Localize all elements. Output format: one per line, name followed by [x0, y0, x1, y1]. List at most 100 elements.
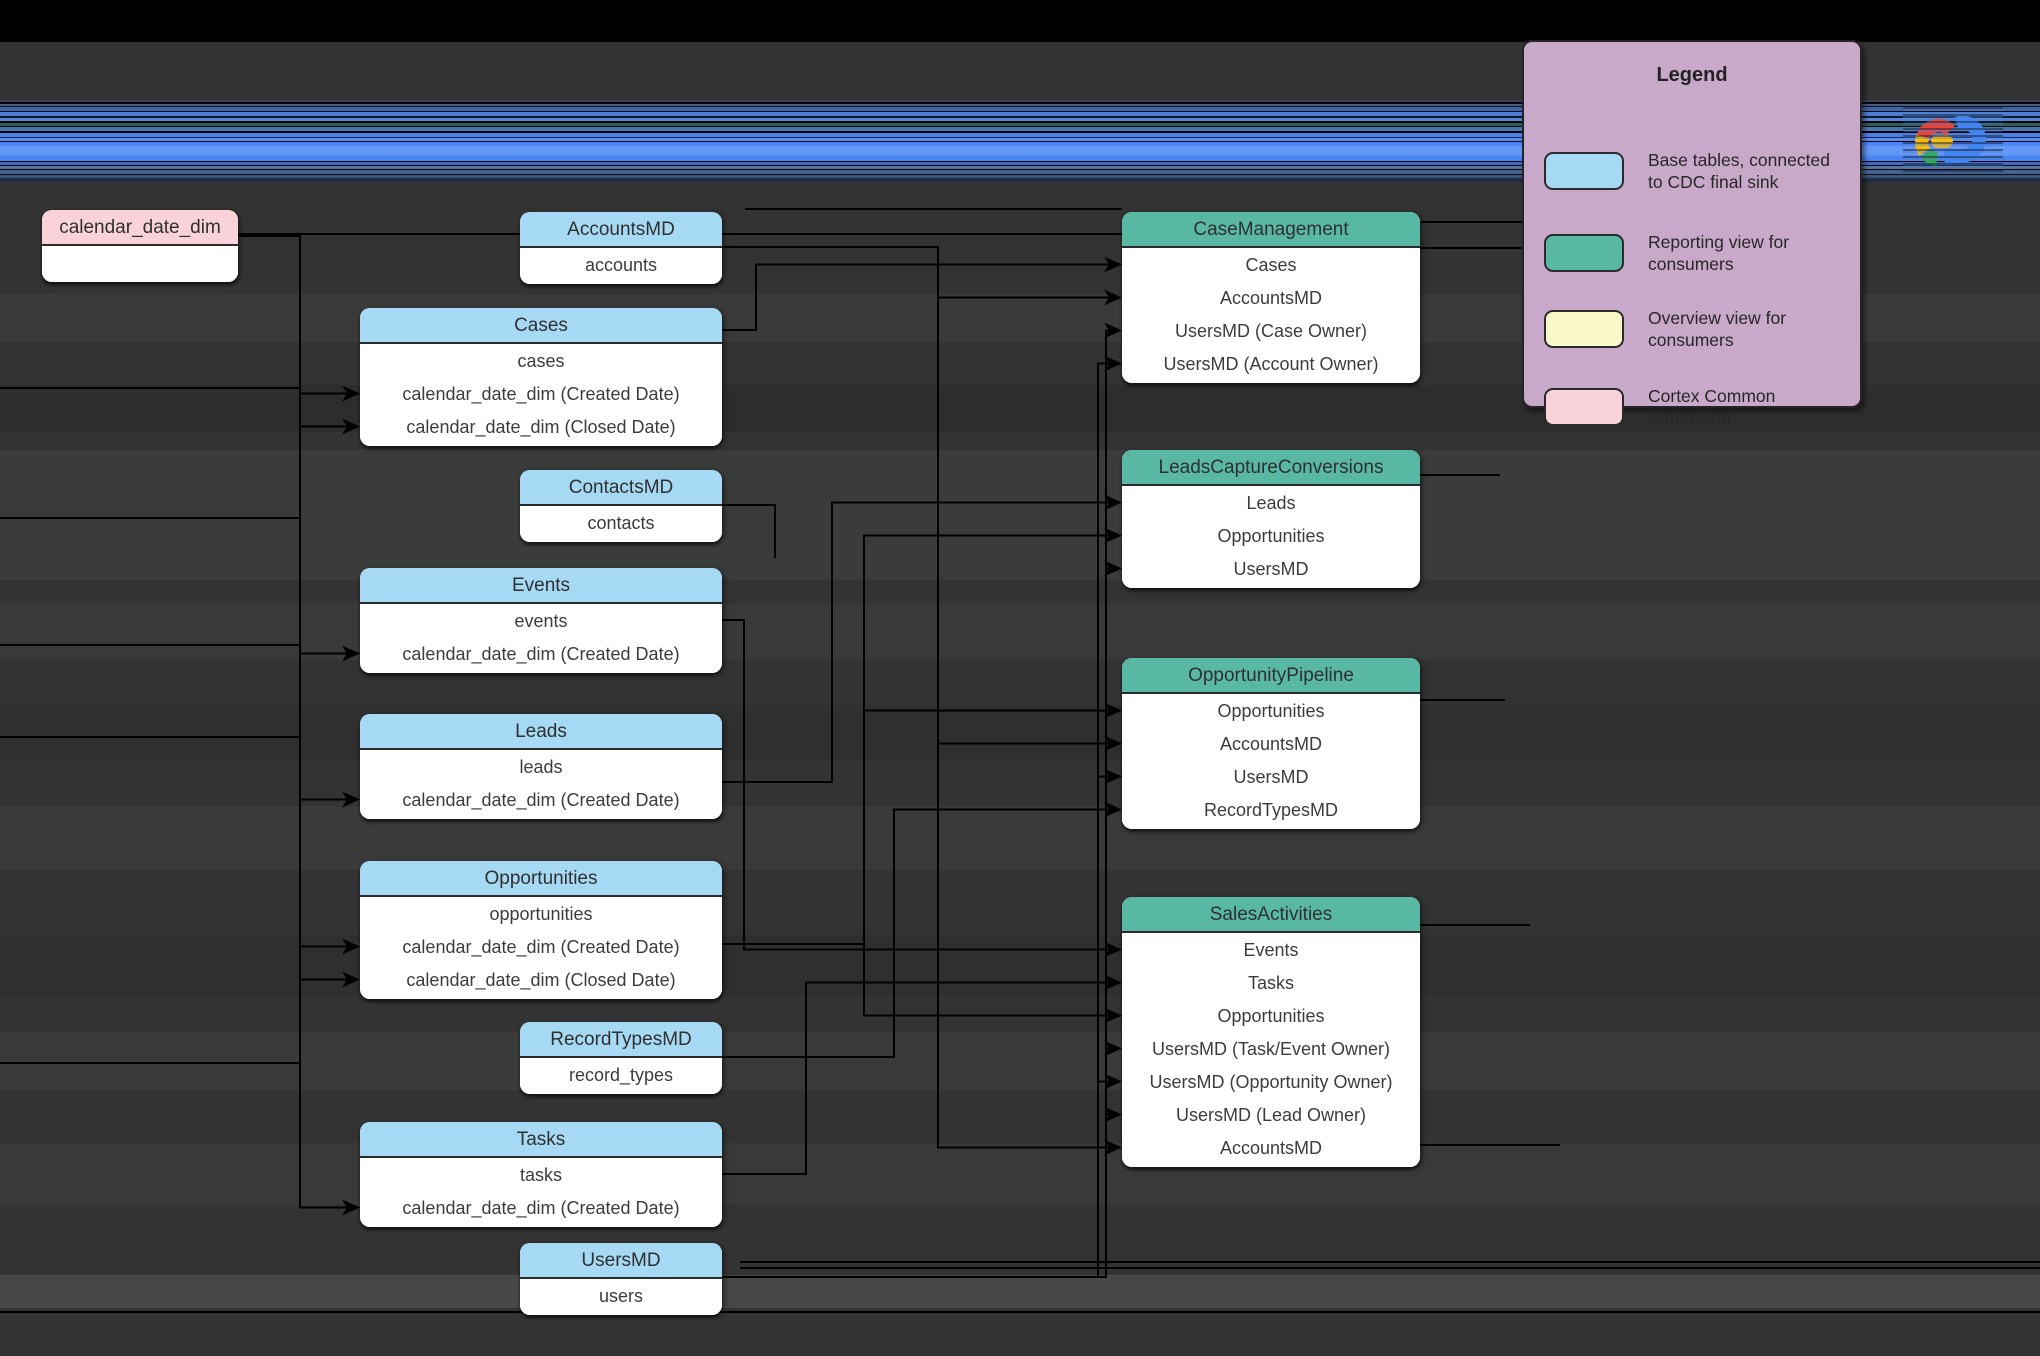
- table-row: calendar_date_dim (Created Date): [402, 790, 680, 810]
- table-row: Opportunities: [1217, 526, 1325, 546]
- arrowhead-icon: [1104, 322, 1122, 339]
- background-band: [0, 450, 2040, 580]
- table-body: contacts: [520, 506, 722, 542]
- connector-UsersMD-to-OpportunityPipeline: [722, 775, 1110, 1278]
- table-row: opportunities: [489, 904, 593, 924]
- table-row: accounts: [584, 255, 658, 275]
- base-table-swatch: [1544, 152, 1624, 190]
- cortex-dimension-swatch: [1544, 388, 1624, 426]
- connector-Opportunities-to-LeadsCaptureConversions: [722, 534, 1110, 945]
- connector-calendar_date_dim-to-Opportunities: [238, 235, 348, 981]
- table-row: cases: [517, 351, 565, 371]
- table-row: calendar_date_dim (Closed Date): [406, 970, 676, 990]
- arrowhead-icon: [1104, 289, 1122, 306]
- arrowhead-icon: [1104, 560, 1122, 577]
- arrowhead-icon: [1104, 527, 1122, 544]
- table-header: SalesActivities: [1122, 897, 1420, 933]
- legend-item-label: Overview view for consumers: [1648, 307, 1787, 350]
- arrowhead-icon: [1104, 974, 1122, 991]
- legend-item: Cortex Common Dimension: [1544, 378, 1844, 436]
- banner-stripe-overlay: [1903, 104, 2003, 172]
- table-row: tasks: [519, 1165, 562, 1185]
- connector-UsersMD-to-SalesActivities: [722, 1047, 1110, 1278]
- connector-calendar_date_dim-to-Events: [238, 235, 348, 655]
- table-body: record_types: [520, 1058, 722, 1094]
- connector-UsersMD-to-SalesActivities: [722, 1080, 1110, 1278]
- connector-calendar_date_dim-to-Cases: [238, 235, 348, 428]
- background-band: [0, 1275, 2040, 1308]
- table-UsersMD[interactable]: UsersMD users: [520, 1243, 722, 1315]
- arrowhead-icon: [1104, 1040, 1122, 1057]
- connector-Cases-to-CaseManagement: [722, 263, 1110, 331]
- arrowhead-icon: [342, 645, 360, 662]
- table-row: Tasks: [1247, 973, 1294, 993]
- arrowhead-icon: [1104, 494, 1122, 511]
- background-band: [0, 935, 2040, 997]
- table-row: [42, 247, 238, 280]
- arrowhead-icon: [1104, 801, 1122, 818]
- table-row: AccountsMD: [1219, 1138, 1323, 1158]
- table-header: Leads: [360, 714, 722, 750]
- legend-panel: Legend Base tables, connected to CDC fin…: [1522, 40, 1862, 428]
- table-row: UsersMD (Opportunity Owner): [1149, 1072, 1393, 1092]
- table-header: Events: [360, 568, 722, 604]
- legend-item: Reporting view for consumers: [1544, 224, 1844, 282]
- connector-Opportunities-to-SalesActivities: [722, 943, 1110, 1017]
- arrowhead-icon: [1104, 702, 1122, 719]
- table-header: calendar_date_dim: [42, 210, 238, 246]
- arrowhead-icon: [1104, 735, 1122, 752]
- arrowhead-icon: [342, 418, 360, 435]
- table-row: UsersMD: [1233, 559, 1309, 579]
- table-calendar_date_dim[interactable]: calendar_date_dim: [42, 210, 238, 282]
- legend-item: Base tables, connected to CDC final sink: [1544, 142, 1844, 200]
- arrowhead-icon: [1104, 355, 1122, 372]
- connector-UsersMD-to-SalesActivities: [722, 1113, 1110, 1278]
- top-black-bar: [0, 0, 2040, 42]
- connector-ContactsMD-stub: [722, 504, 776, 558]
- connector-Tasks-to-SalesActivities: [722, 981, 1110, 1175]
- connector-UsersMD-to-CaseManagement: [722, 362, 1110, 1278]
- connector-Events-to-SalesActivities: [722, 619, 1110, 951]
- table-header: AccountsMD: [520, 212, 722, 248]
- table-row: RecordTypesMD: [1203, 800, 1339, 820]
- table-AccountsMD[interactable]: AccountsMD accounts: [520, 212, 722, 284]
- table-row: Leads: [1246, 493, 1296, 513]
- table-row: UsersMD (Account Owner): [1163, 354, 1379, 374]
- legend-item-label: Base tables, connected to CDC final sink: [1648, 149, 1830, 192]
- table-row: record_types: [568, 1065, 674, 1085]
- table-row: AccountsMD: [1219, 734, 1323, 754]
- table-header: Cases: [360, 308, 722, 344]
- connector-Opportunities-to-OpportunityPipeline: [722, 709, 1110, 945]
- table-row: Events: [1243, 940, 1299, 960]
- legend-item-label: Cortex Common Dimension: [1648, 385, 1776, 428]
- connector-Leads-to-LeadsCaptureConversions: [722, 501, 1110, 783]
- table-row: users: [598, 1286, 643, 1306]
- arrowhead-icon: [1104, 1007, 1122, 1024]
- arrowhead-icon: [342, 971, 360, 988]
- table-body: accounts: [520, 248, 722, 284]
- table-header: UsersMD: [520, 1243, 722, 1279]
- table-header: LeadsCaptureConversions: [1122, 450, 1420, 486]
- table-body: users: [520, 1279, 722, 1315]
